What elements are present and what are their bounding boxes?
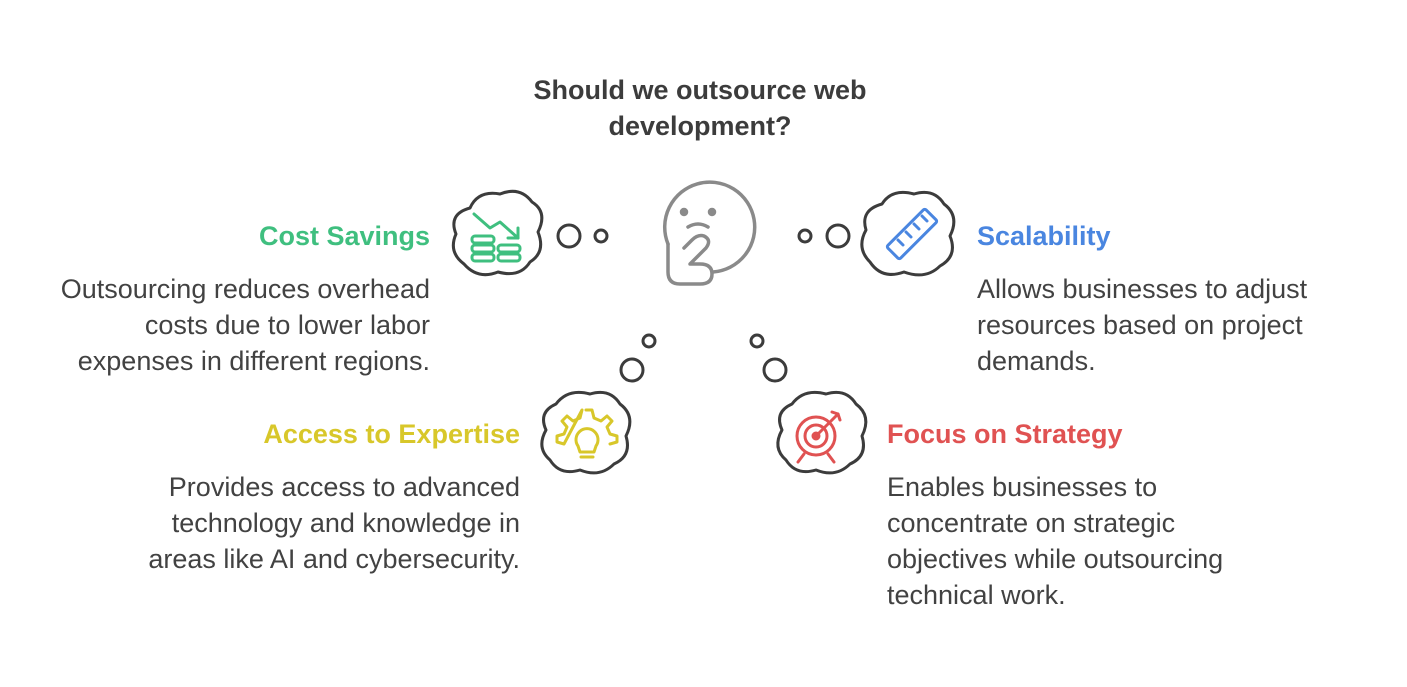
focus-on-strategy-heading: Focus on Strategy: [887, 419, 1123, 449]
dot-strat-small: [749, 333, 765, 349]
target-icon: [795, 410, 842, 464]
scalability-cloud: [860, 190, 956, 277]
dot-strat-large: [762, 357, 788, 383]
cost-down-icon: [470, 212, 522, 263]
access-to-expertise-heading: Access to Expertise: [263, 419, 520, 449]
dot-scal-small: [797, 228, 813, 244]
cost-savings-heading: Cost Savings: [258, 221, 430, 251]
cost-cloud: [451, 189, 544, 277]
scalability-description: Allows businesses to adjust resources ba…: [977, 274, 1308, 376]
focus-on-strategy-description: Enables businesses to concentrate on str…: [887, 472, 1224, 610]
ruler-icon: [885, 207, 939, 261]
thinking-face-icon: [662, 180, 757, 286]
dot-exp-small: [641, 333, 657, 349]
thought-dots: [556, 223, 851, 383]
gear-lightbulb-icon: [555, 408, 619, 459]
dot-exp-large: [619, 357, 645, 383]
page-title: Should we outsource web development?: [533, 75, 867, 141]
access-to-expertise-description: Provides access to advanced technology a…: [148, 472, 520, 574]
cost-savings-description: Outsourcing reduces overhead costs due t…: [60, 274, 430, 376]
dot-cost-large: [556, 223, 582, 249]
strategy-cloud: [776, 390, 868, 475]
dot-cost-small: [593, 228, 609, 244]
expertise-cloud: [540, 390, 632, 475]
scalability-heading: Scalability: [977, 221, 1111, 251]
dot-scal-large: [825, 223, 851, 249]
